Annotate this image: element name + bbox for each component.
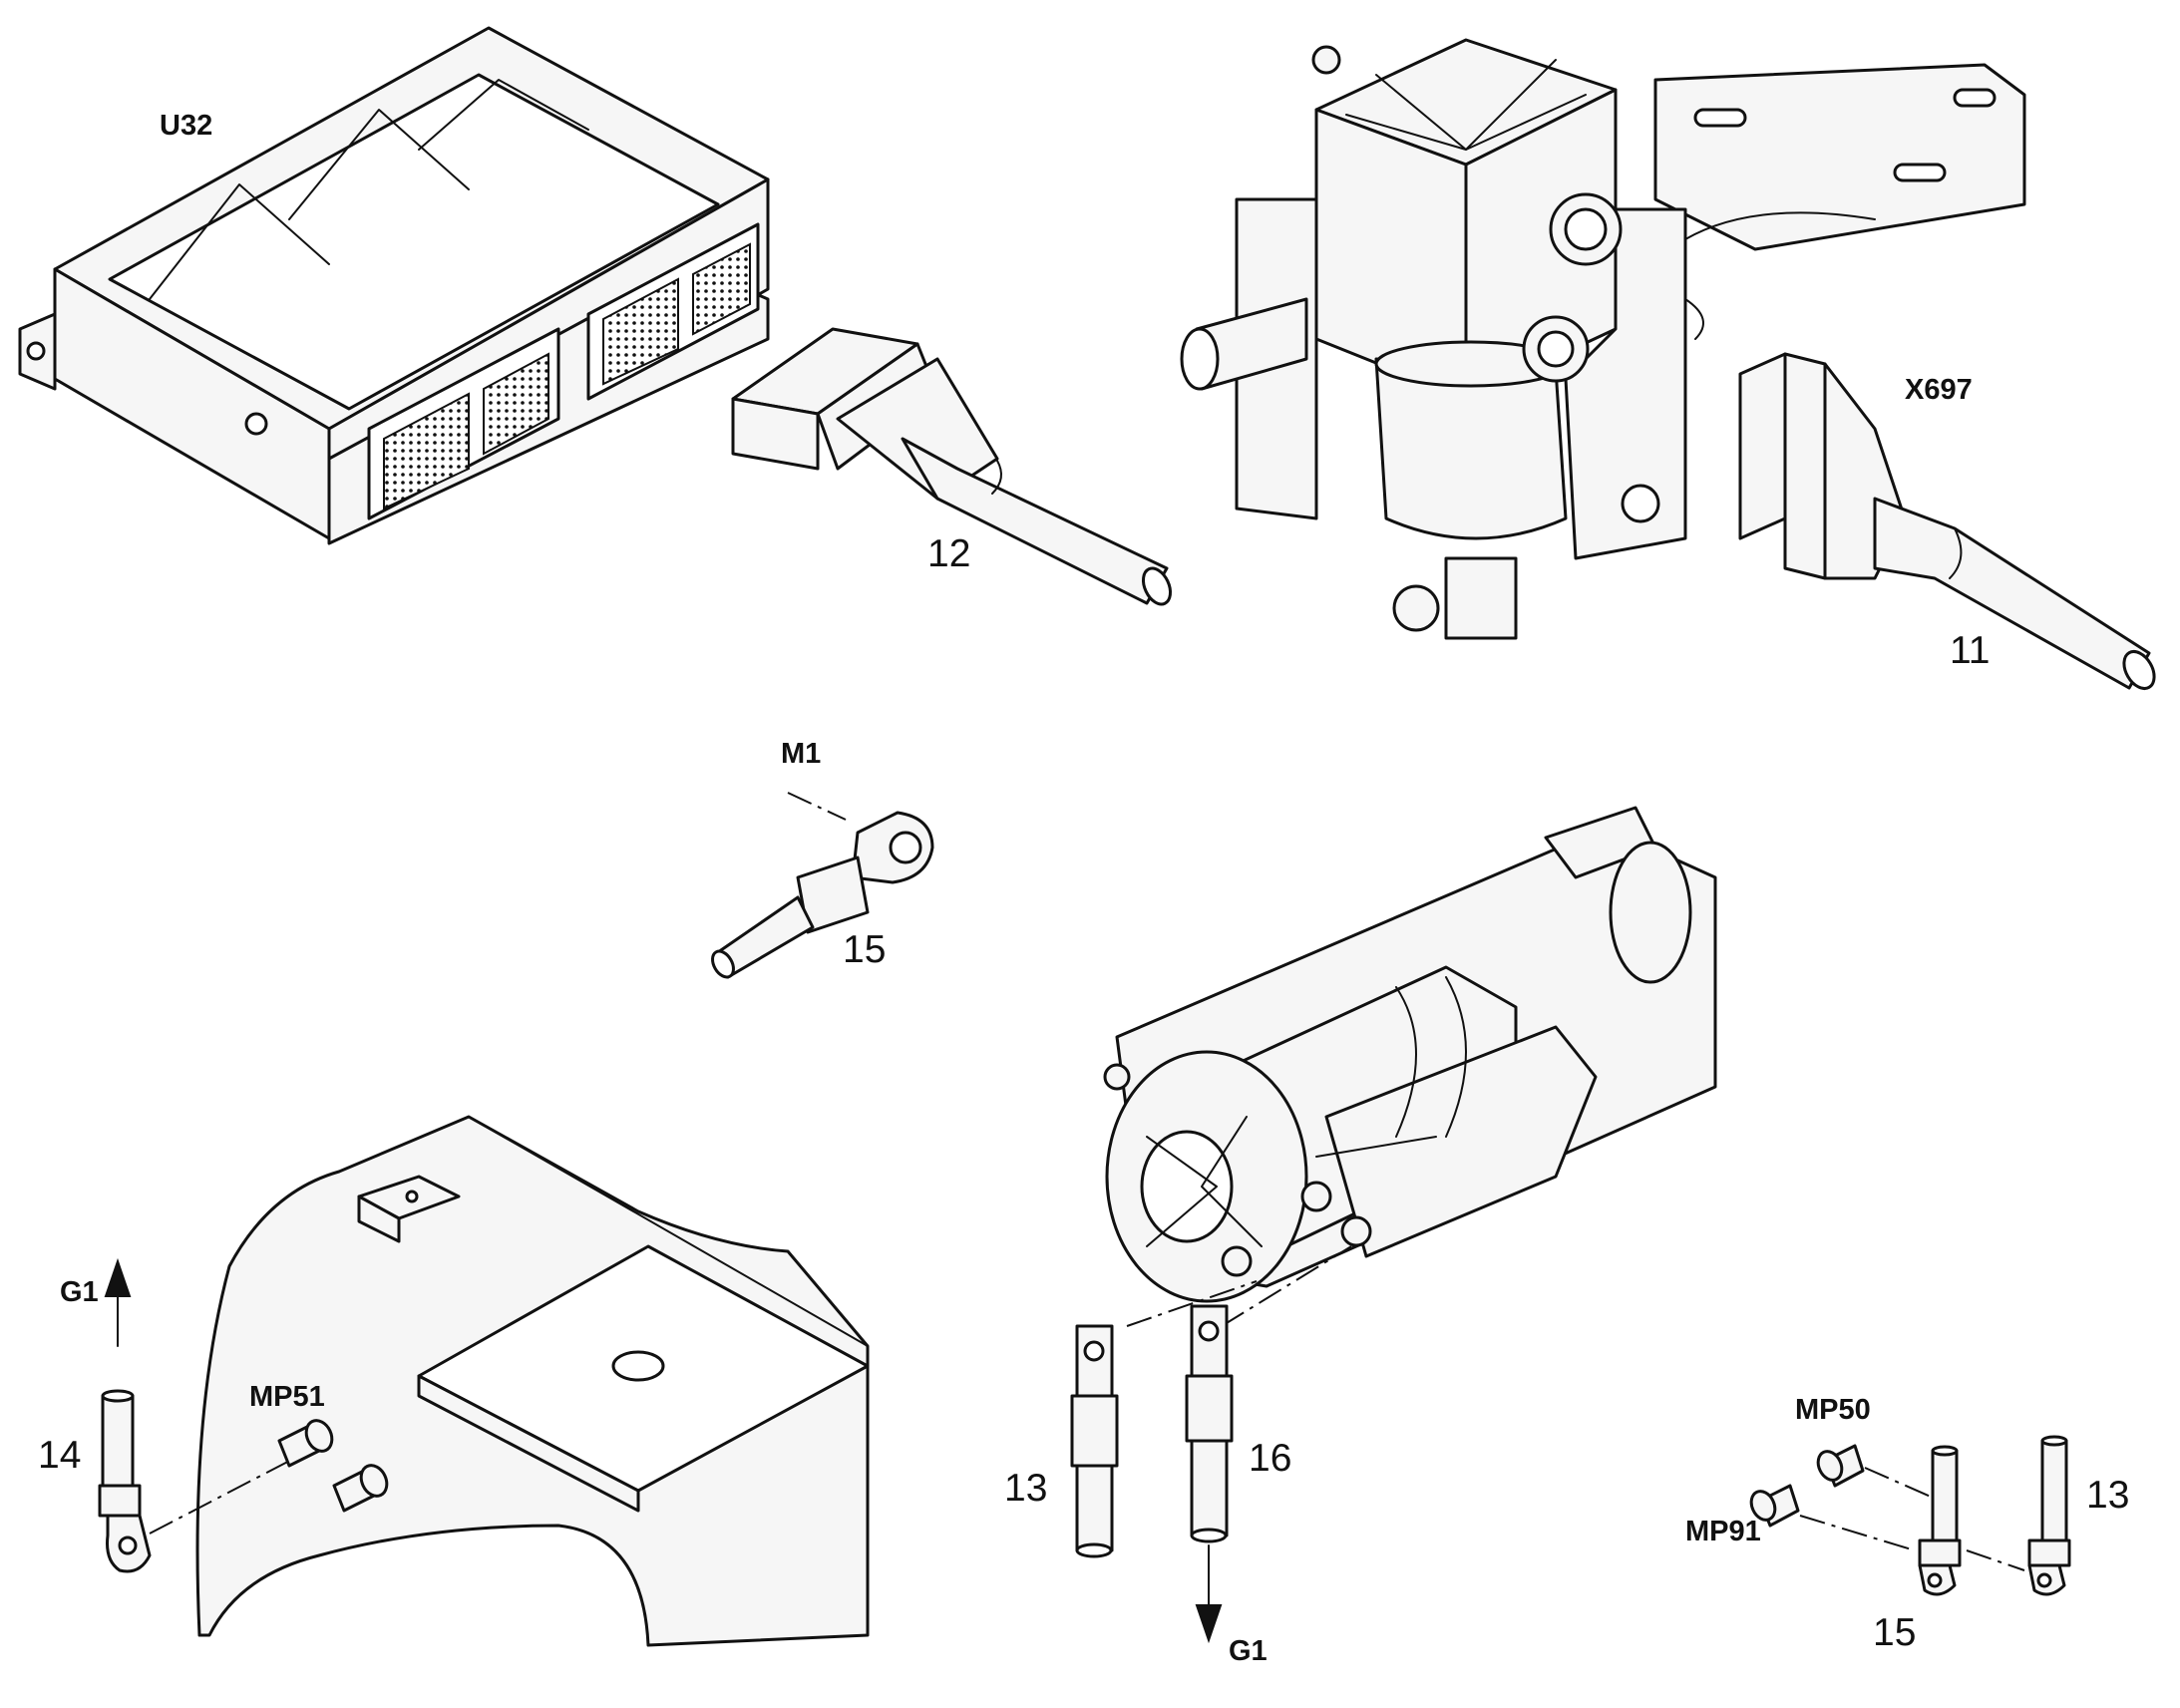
label-13-middle: 13 (1004, 1467, 1047, 1510)
connector-11 (1738, 352, 2156, 690)
label-15-bottom: 15 (1873, 1611, 1916, 1654)
bolt-mp91 (1749, 1484, 1916, 1551)
label-x697: X697 (1905, 374, 1973, 406)
label-12: 12 (927, 532, 970, 575)
label-g1-left: G1 (60, 1276, 99, 1308)
ring-terminal-15-top (711, 792, 934, 979)
ecu-connector-right (586, 222, 760, 401)
starter-motor (1103, 806, 1717, 1303)
leader-line-m1 (787, 792, 847, 821)
mounting-hole (26, 341, 46, 361)
bolt-mp51 (277, 1419, 389, 1513)
cable-13-middle (1070, 1280, 1258, 1558)
label-u32: U32 (160, 110, 212, 142)
label-g1-bottom: G1 (1229, 1635, 1268, 1667)
label-14: 14 (38, 1434, 81, 1477)
label-mp51: MP51 (249, 1381, 325, 1413)
chassis-bracket (195, 1115, 870, 1647)
leader-line-14 (149, 1455, 300, 1535)
label-mp91: MP91 (1685, 1516, 1761, 1547)
cable-13-right (2027, 1435, 2071, 1596)
connector-12 (731, 327, 1173, 606)
label-11: 11 (1950, 629, 1991, 672)
cable-15-bottom (1918, 1445, 2025, 1596)
label-m1: M1 (781, 738, 821, 770)
label-15-top: 15 (843, 928, 886, 971)
label-mp50: MP50 (1795, 1394, 1871, 1426)
ecu-connector-left (367, 327, 560, 520)
bolt-mp50 (1816, 1444, 1941, 1502)
valve-actuator-assembly (1180, 38, 2026, 640)
cable-14 (98, 1257, 300, 1573)
label-13-right: 13 (2086, 1474, 2129, 1517)
cable-16 (1185, 1245, 1352, 1644)
leader-line-16 (1221, 1245, 1352, 1327)
mounting-hole (244, 412, 268, 436)
label-16: 16 (1249, 1437, 1291, 1480)
leader-line-13 (1126, 1280, 1258, 1327)
control-unit-u32 (18, 26, 770, 545)
